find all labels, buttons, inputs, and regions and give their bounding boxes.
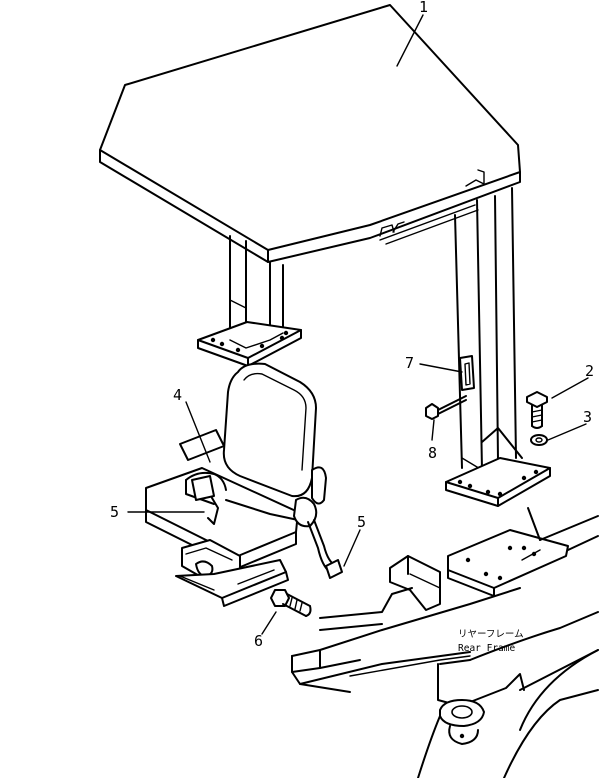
- callout-4: 4: [173, 386, 182, 404]
- leader-lines: [127, 14, 589, 635]
- bolt-8: [425, 395, 467, 420]
- callout-labels: 1 2 3 4 5 5 6 7 8: [110, 0, 594, 650]
- rear-frame-label-japanese: リヤーフレーム: [458, 629, 524, 640]
- callout-5-right: 5: [357, 513, 366, 531]
- bolt-2: [526, 391, 548, 429]
- callout-1: 1: [419, 0, 428, 16]
- left-canopy-post: [197, 235, 302, 367]
- canopy-roof: [99, 4, 521, 263]
- callout-5-left: 5: [110, 503, 119, 521]
- rear-frame-label-english: Rear Frame: [458, 643, 515, 654]
- right-canopy-post: [445, 187, 551, 507]
- bolt-6: [270, 589, 312, 617]
- callout-8: 8: [428, 444, 437, 462]
- callout-3: 3: [583, 408, 592, 426]
- callout-7: 7: [405, 354, 414, 372]
- washer-3: [530, 434, 548, 446]
- callout-2: 2: [585, 362, 594, 380]
- rear-frame: [291, 507, 599, 778]
- rear-frame-caption: リヤーフレーム Rear Frame: [458, 629, 524, 654]
- operator-seat: [145, 362, 343, 607]
- callout-6: 6: [254, 632, 263, 650]
